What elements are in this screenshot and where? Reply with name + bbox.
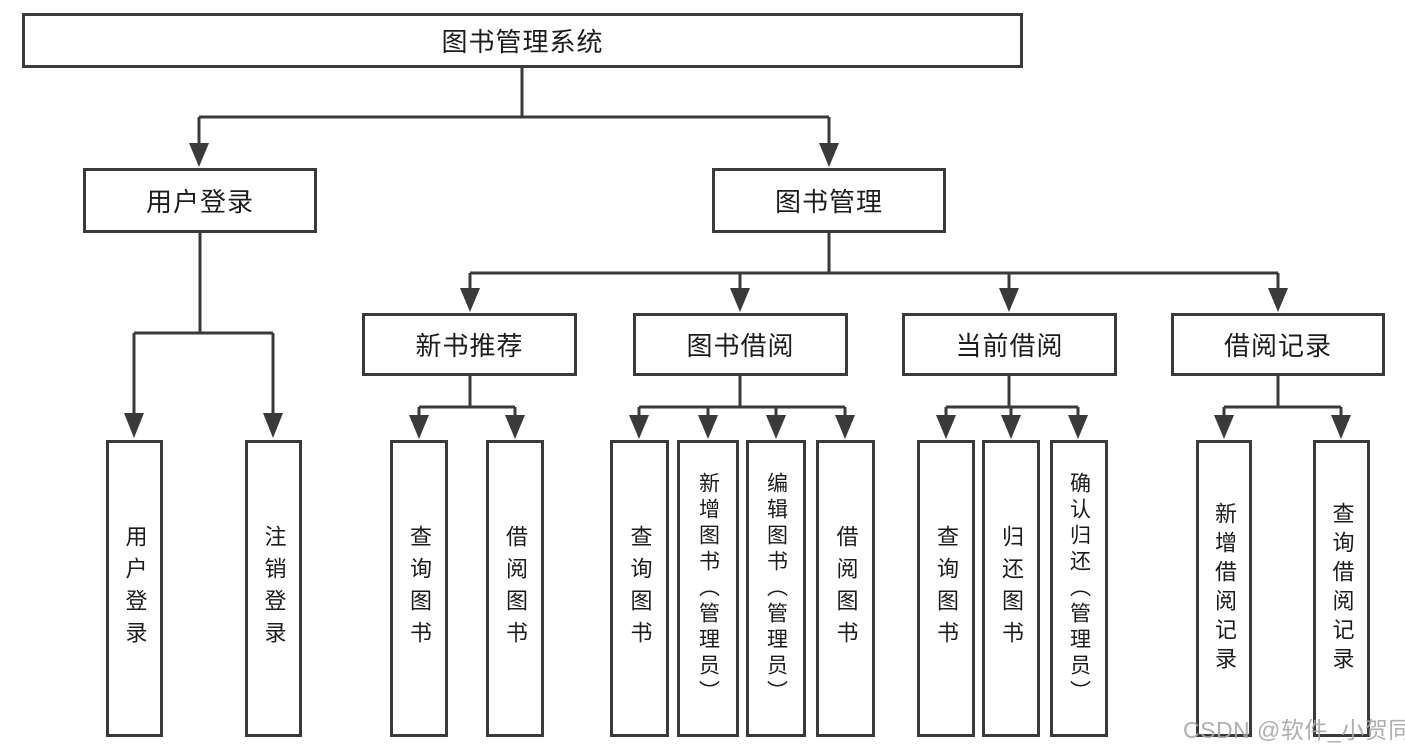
leaf-query-borrow-record: 查询借阅记录 [1313,440,1370,737]
leaf-borrow-query-book: 查询图书 [610,440,669,737]
leaf-add-borrow-record: 新增借阅记录 [1196,440,1252,737]
node-user-login: 用户登录 [83,168,317,233]
leaf-return-book: 归还图书 [982,440,1040,737]
leaf-current-query-book: 查询图书 [917,440,975,737]
leaf-add-book-admin: 新增图书（管理员） [677,440,739,737]
node-current-borrow: 当前借阅 [902,313,1117,376]
leaf-edit-book-admin: 编辑图书（管理员） [746,440,806,737]
node-book-management: 图书管理 [712,168,946,233]
node-root-system: 图书管理系统 [22,13,1023,68]
leaf-borrow-book: 借阅图书 [816,440,875,737]
leaf-logout: 注销登录 [245,440,302,737]
leaf-recommend-query-book: 查询图书 [390,440,448,737]
node-new-book-recommend: 新书推荐 [362,313,577,376]
node-borrow-records: 借阅记录 [1171,313,1385,376]
csdn-watermark: CSDN @软件_小贺同学 [1183,717,1405,743]
node-book-borrow: 图书借阅 [633,313,848,376]
leaf-confirm-return-admin: 确认归还（管理员） [1050,440,1108,737]
leaf-user-login: 用户登录 [106,440,163,737]
leaf-recommend-borrow-book: 借阅图书 [486,440,544,737]
